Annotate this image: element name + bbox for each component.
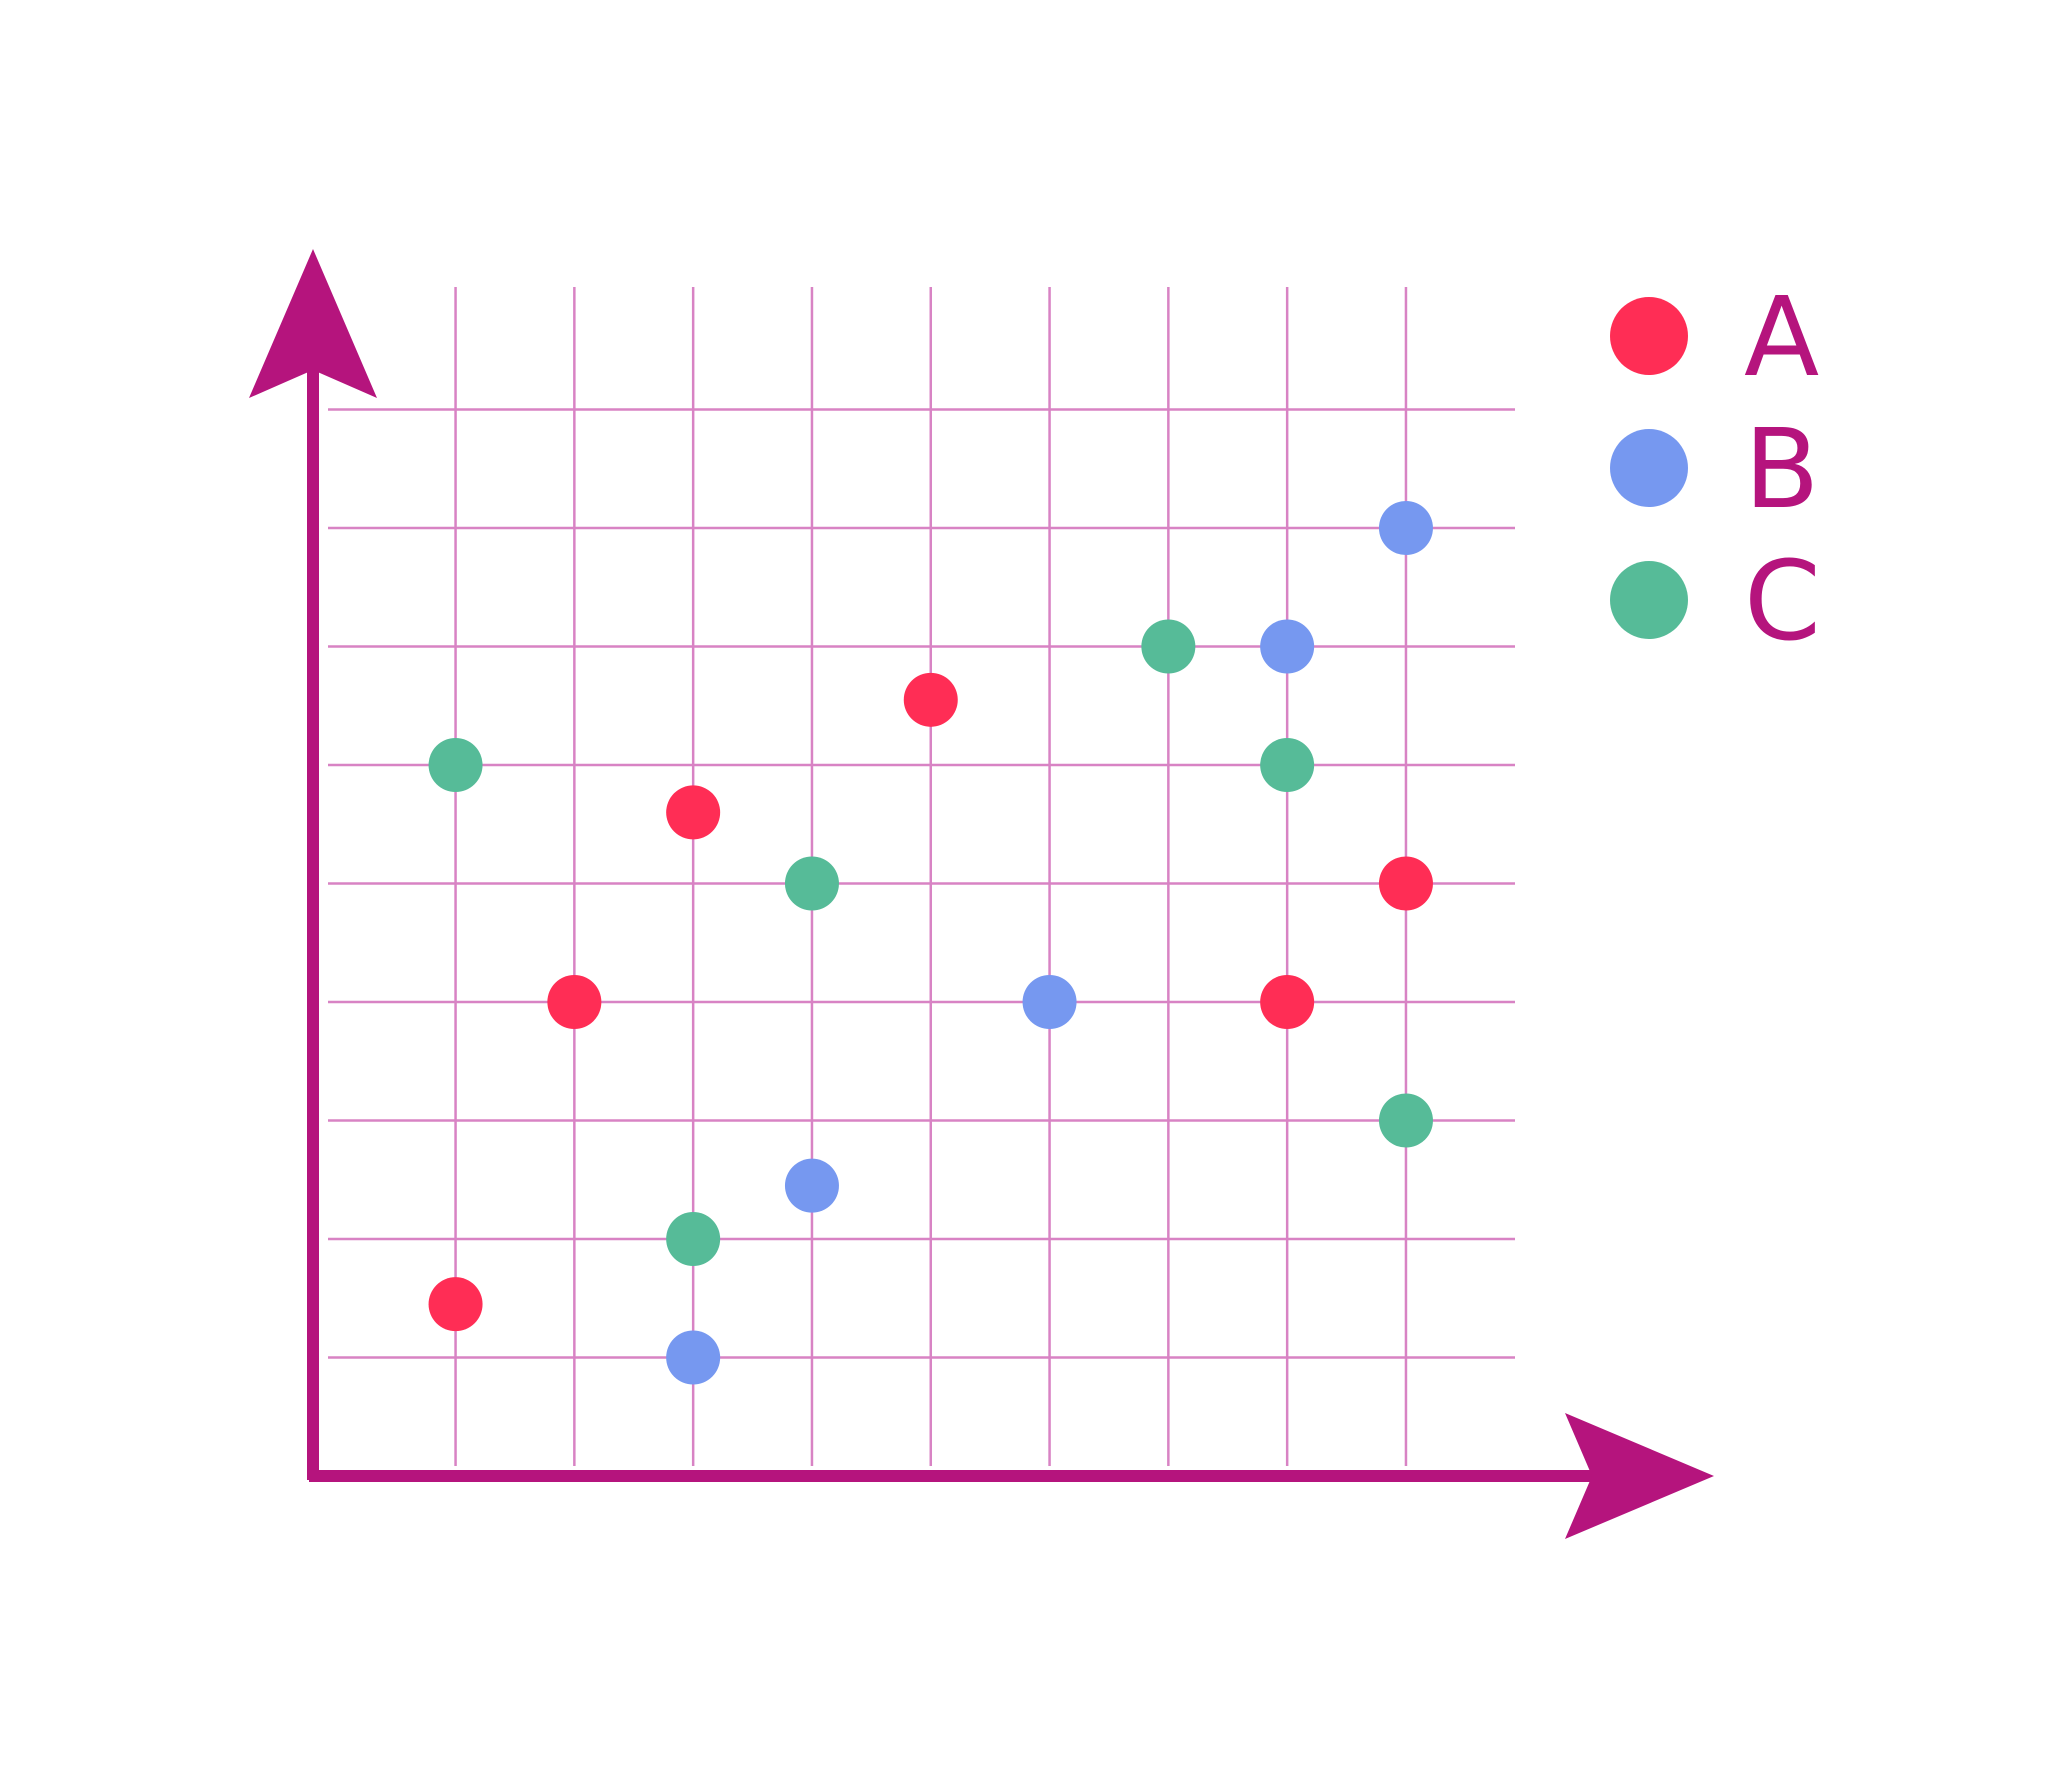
point-series-c — [784, 856, 839, 911]
axes — [249, 249, 1714, 1539]
point-series-a — [547, 975, 602, 1029]
point-series-a — [903, 672, 958, 727]
point-series-a — [428, 1277, 483, 1332]
point-series-c — [1378, 1093, 1433, 1148]
point-series-a — [1260, 975, 1315, 1029]
legend-marker-c — [1610, 561, 1688, 639]
x-axis-arrow — [1565, 1413, 1714, 1539]
point-series-b — [784, 1158, 839, 1213]
point-series-a — [666, 785, 721, 840]
legend-label-a: A — [1744, 273, 1819, 401]
legend-label-c: C — [1744, 537, 1821, 665]
point-series-b — [666, 1330, 721, 1385]
point-series-b — [1022, 975, 1077, 1029]
data-points — [428, 501, 1433, 1385]
point-series-b — [1260, 619, 1315, 674]
point-series-c — [1260, 738, 1315, 792]
grid — [328, 287, 1515, 1466]
legend-label-b: B — [1744, 405, 1819, 533]
point-series-b — [1378, 501, 1433, 555]
point-series-c — [666, 1212, 721, 1266]
legend-marker-b — [1610, 429, 1688, 507]
legend-marker-a — [1610, 297, 1688, 375]
point-series-a — [1378, 856, 1433, 911]
point-series-c — [428, 738, 483, 792]
point-series-c — [1141, 619, 1196, 674]
y-axis-arrow — [249, 249, 377, 398]
legend: ABC — [1610, 273, 1821, 665]
